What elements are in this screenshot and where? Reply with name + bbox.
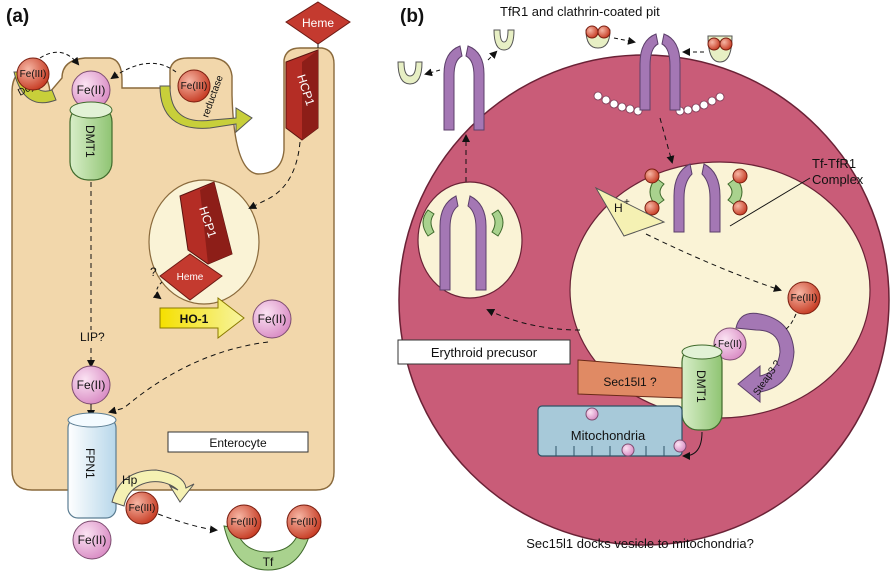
apo-tf-left — [397, 61, 423, 85]
mito-iron-2 — [621, 443, 635, 457]
hcp1-apical-transporter: HCP1 — [285, 49, 319, 141]
panel-b-caption: Sec15l1 docks vesicle to mitochondria? — [526, 536, 754, 551]
svg-text:Hp: Hp — [122, 473, 138, 487]
tfr1-receptor-pit — [639, 33, 681, 111]
fe3-reductase-ion: Fe(III) — [177, 69, 211, 103]
question-mark: ? — [150, 265, 157, 279]
fe3-endosome-ion: Fe(III) — [787, 281, 821, 315]
svg-text:Fe(III): Fe(III) — [791, 293, 818, 304]
acidification-arrow — [645, 233, 782, 292]
svg-text:Fe(II): Fe(II) — [77, 378, 106, 392]
svg-text:+: + — [624, 197, 630, 208]
svg-text:Fe(III): Fe(III) — [20, 69, 47, 80]
fe2-to-fpn1-arrow — [108, 341, 269, 415]
tf-complex-right — [727, 168, 748, 216]
enterocyte-label: Enterocyte — [209, 436, 267, 450]
apo-tf-vesicle-right — [491, 209, 504, 237]
diferric-tf-top-1 — [585, 25, 611, 49]
svg-text:Tf: Tf — [263, 555, 274, 569]
fpn1-transporter: FPN1 — [67, 412, 117, 519]
ho1-enzyme-arrow: HO-1 — [159, 296, 245, 340]
mito-iron-1 — [585, 407, 599, 421]
dmt1-transporter-b: DMT1 — [681, 344, 723, 431]
proton-pump: H + — [594, 186, 666, 237]
enterocyte-label-box — [167, 431, 309, 453]
svg-text:Fe(III): Fe(III) — [291, 517, 318, 528]
dmt1-transporter-a: DMT1 — [69, 101, 113, 181]
svg-text:Fe(II): Fe(II) — [258, 312, 287, 326]
fe3-tf-ion-1: Fe(III) — [226, 504, 262, 540]
hcp1-vesicle-transporter: HCP1 — [179, 181, 233, 265]
fe3-reduction-arrow — [783, 313, 797, 331]
fe3-to-fe2-arrow — [39, 51, 80, 66]
heme-diamond: Heme — [285, 1, 351, 45]
endosome-to-vesicle-arrow — [486, 308, 581, 331]
svg-text:Fe(III): Fe(III) — [181, 81, 208, 92]
panel-b-title: TfR1 and clathrin-coated pit — [500, 4, 660, 19]
heme-inner-diamond: Heme — [159, 253, 223, 301]
complex-leader-line — [729, 177, 811, 227]
lip-label: LIP? — [80, 330, 105, 344]
fe3-dcytb-ion: Fe(III) — [16, 57, 50, 91]
tfr1-receptor-endosome — [673, 163, 721, 233]
erythroid-label: Erythroid precusor — [431, 345, 538, 360]
tf-complex-left — [644, 168, 665, 216]
apo-tf-release-left — [424, 68, 441, 77]
svg-text:Fe(III): Fe(III) — [129, 503, 156, 514]
svg-text:Fe(II): Fe(II) — [78, 533, 107, 547]
endocytosis-arrow — [659, 117, 675, 164]
fpn1-label: FPN1 — [83, 448, 97, 479]
svg-text:Heme: Heme — [177, 272, 204, 283]
diferric-tf-top-2 — [707, 35, 733, 63]
svg-text:HO-1: HO-1 — [180, 312, 209, 326]
svg-text:Heme: Heme — [302, 16, 334, 30]
erythroid-label-box — [397, 339, 571, 365]
heme-fate-arrow — [152, 281, 163, 300]
dmt1-to-mito-arrow — [682, 431, 703, 460]
svg-text:Fe(II): Fe(II) — [718, 339, 742, 350]
svg-text:Mitochondria: Mitochondria — [571, 428, 646, 443]
fe2-lip-ion: Fe(II) — [71, 365, 111, 405]
tf-top-arrow — [613, 36, 636, 45]
dmt1-b-label: DMT1 — [694, 370, 708, 403]
svg-text:Fe(III): Fe(III) — [231, 517, 258, 528]
fe2-basolateral-ion: Fe(II) — [72, 520, 112, 560]
complex-label-line1: Tf-TfR1 — [812, 156, 856, 171]
fe2-apical-ion: Fe(II) — [71, 70, 111, 110]
sec15l1-protein: Sec15l1 ? — [577, 359, 683, 399]
fe3-tf-ion-2: Fe(III) — [286, 504, 322, 540]
svg-text:Fe(II): Fe(II) — [77, 83, 106, 97]
apo-tf-right — [493, 29, 515, 51]
hcp1-endocytosis-arrow — [248, 141, 301, 209]
apo-tf-vesicle-left — [422, 209, 435, 237]
svg-text:H: H — [614, 201, 623, 215]
dmt1-a-label: DMT1 — [83, 125, 97, 158]
hephaestin-enzyme: Hp — [111, 469, 195, 507]
panel-b-label: (b) — [400, 6, 424, 27]
panel-a-label: (a) — [6, 6, 29, 27]
tfr1-receptor-recycled — [443, 45, 485, 131]
mito-iron-3 — [673, 439, 687, 453]
reductase-arrow — [110, 62, 177, 80]
fe3-hp-ion: Fe(III) — [125, 491, 159, 525]
complex-label-line2: Complex — [812, 172, 864, 187]
svg-text:Sec15l1 ?: Sec15l1 ? — [603, 375, 657, 389]
fe2-ho1-ion: Fe(II) — [252, 299, 292, 339]
mitochondria: Mitochondria — [537, 405, 683, 457]
apo-tf-release-right — [487, 50, 498, 61]
fe3-to-tf-arrow — [157, 513, 218, 534]
tfr1-receptor-vesicle — [439, 195, 487, 291]
